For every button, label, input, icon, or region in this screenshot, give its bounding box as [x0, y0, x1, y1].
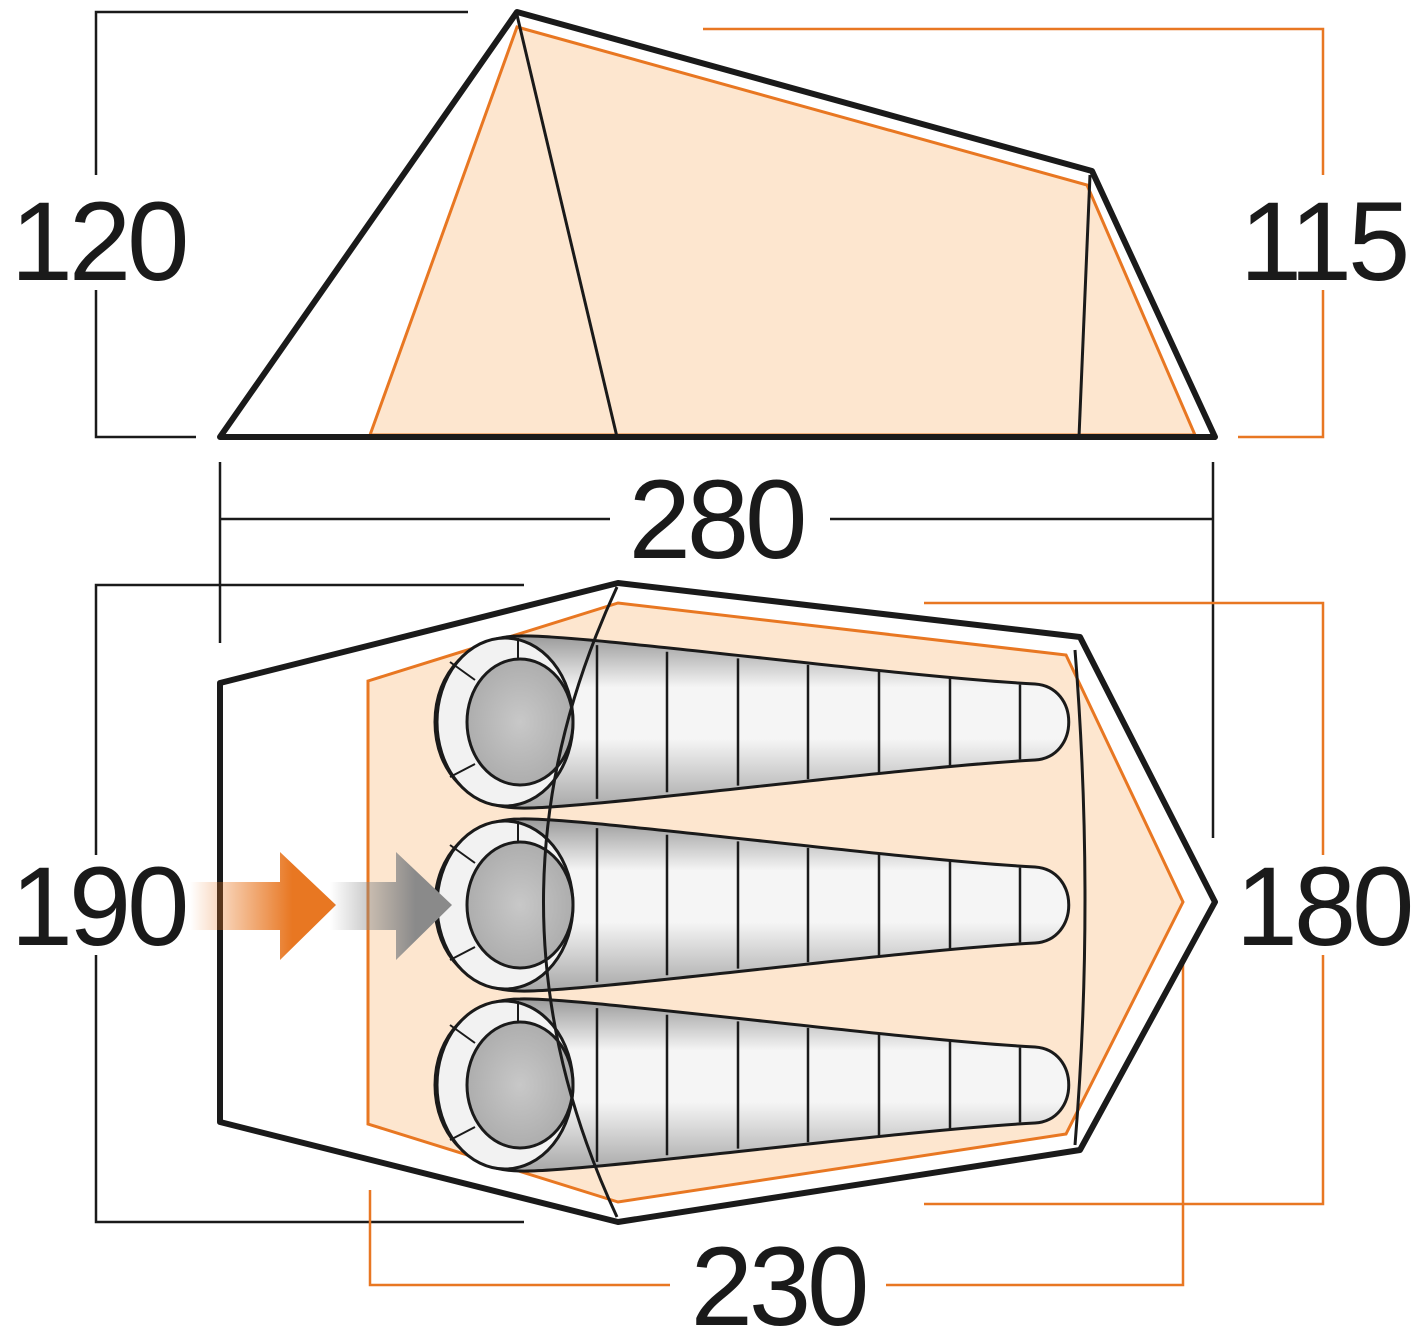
side-view: 120 115 [11, 9, 1410, 440]
floor-plan: 190 180 230 [11, 580, 1414, 1340]
side-front-pole [515, 14, 619, 438]
height-rear-bracket-lower [1238, 290, 1325, 439]
entry-arrow-grey [330, 852, 452, 960]
sleeping-bag-hood-mark [449, 1024, 476, 1044]
floor-rear-pole [1073, 649, 1087, 1146]
height-front-label: 120 [11, 179, 186, 304]
sleeping-bag-face-opening [465, 840, 575, 970]
sleeping-bag [433, 634, 1071, 810]
length-dimension: 280 [218, 457, 1215, 838]
width-inner-bracket-lower [924, 955, 1325, 1206]
height-rear-dimension-lines [703, 27, 1325, 439]
width-outer-label: 190 [11, 844, 186, 969]
side-rear-pole [1077, 174, 1092, 438]
floor-front-pole [542, 586, 619, 1218]
sleeping-bag-hood-mark [449, 661, 476, 681]
sleeping-bag-hood-mark [449, 1126, 476, 1141]
inner-length-label: 230 [691, 1224, 866, 1340]
width-inner-bracket-upper [924, 601, 1325, 855]
sleeping-bag-face-opening [465, 1020, 575, 1150]
height-front-bracket-lower [94, 290, 196, 439]
width-outer-bracket-upper [94, 583, 524, 855]
inner-length-bracket-right [886, 940, 1185, 1287]
height-rear-bracket [703, 27, 1325, 175]
sleeping-bag-face-opening [465, 657, 575, 787]
length-label: 280 [629, 457, 804, 582]
sleeping-bag-hood-mark [449, 946, 476, 961]
entry-arrow-orange [190, 852, 336, 960]
height-rear-label: 115 [1240, 179, 1407, 304]
sleeping-bags [433, 634, 1071, 1173]
width-outer-bracket-lower [94, 955, 524, 1224]
sleeping-bag-hood-mark [449, 844, 476, 864]
inner-length-bracket-left [368, 1190, 670, 1287]
sleeping-bag [433, 997, 1071, 1173]
height-front-dimension-lines [94, 10, 468, 439]
sleeping-bag-body [433, 634, 1071, 810]
sleeping-bag-hood-mark [449, 763, 476, 778]
height-front-bracket [94, 10, 468, 175]
entry-arrow-icon [190, 852, 452, 960]
sleeping-bag [433, 817, 1071, 993]
width-inner-label: 180 [1236, 844, 1411, 969]
sleeping-bag-body [433, 997, 1071, 1173]
